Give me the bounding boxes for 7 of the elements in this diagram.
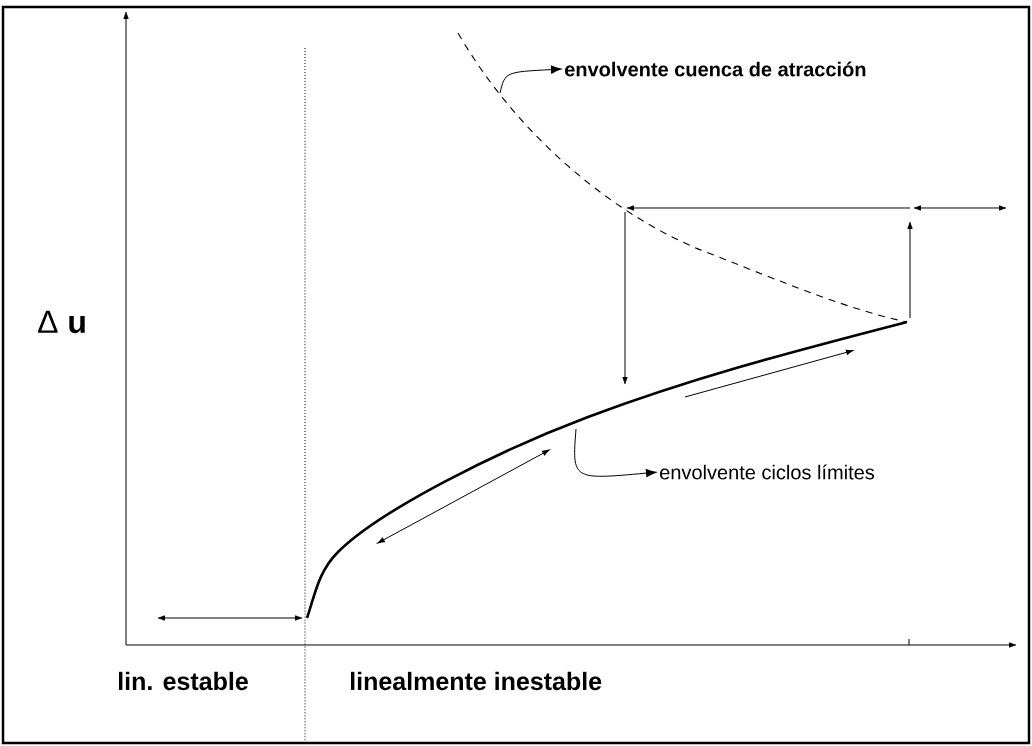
region-label: lin. estable bbox=[118, 671, 248, 691]
region-label: linealmente inestable bbox=[350, 671, 602, 691]
leader-line bbox=[499, 65, 562, 94]
leader-line bbox=[574, 428, 657, 478]
axis-label: Δ u bbox=[38, 310, 85, 334]
annotation-text: envolvente ciclos límites bbox=[660, 464, 875, 480]
annotation-text: envolvente cuenca de atracción bbox=[565, 61, 866, 77]
